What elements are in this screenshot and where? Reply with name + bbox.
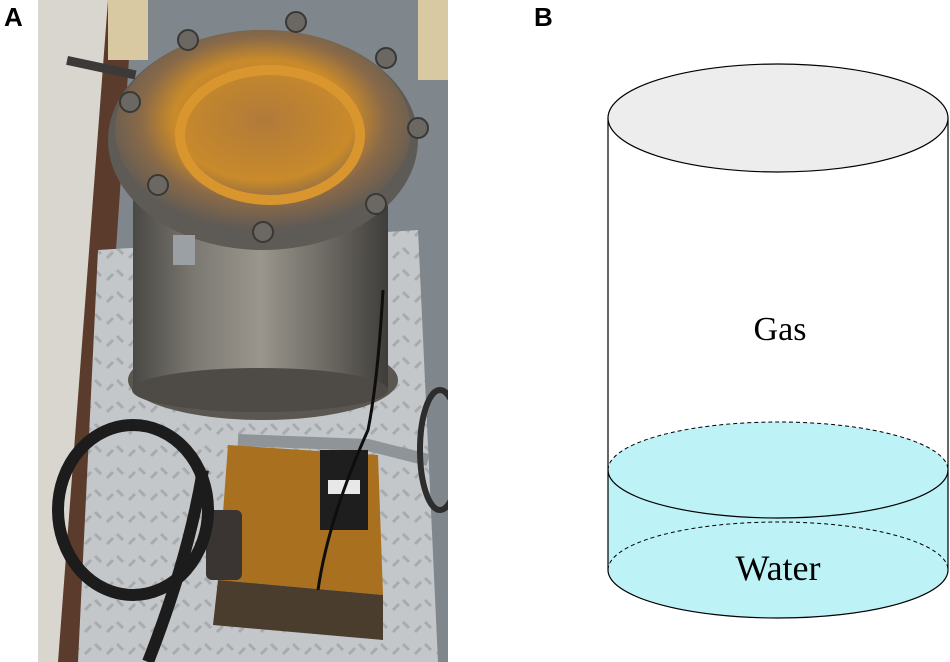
rust-block-side <box>213 580 383 640</box>
right-cable-coil <box>417 387 448 513</box>
vessel-bottom <box>132 368 388 412</box>
water-surface-front-edge <box>607 469 949 519</box>
panel-label-a: A <box>4 2 23 32</box>
post-left <box>108 0 148 60</box>
panel-label-b: B <box>534 2 553 32</box>
apparatus-photo <box>38 0 448 662</box>
gas-water-cylinder-diagram: Gas Water <box>607 63 949 619</box>
cylinder-top <box>607 63 949 173</box>
pressure-gauge <box>206 510 242 580</box>
water-region <box>608 470 948 618</box>
pipe <box>237 434 430 466</box>
water-surface-back-edge <box>607 421 949 471</box>
hose-coil <box>52 419 214 601</box>
lid-bolts <box>119 11 429 243</box>
water-surface <box>608 422 948 518</box>
lid-rust-ring <box>175 65 365 205</box>
hose <box>142 469 209 662</box>
side-rod <box>66 56 137 80</box>
bottom-back-edge <box>607 521 949 571</box>
bottom-front-edge <box>607 569 949 619</box>
cable <box>316 289 385 591</box>
gas-label: Gas <box>754 311 807 348</box>
post-right <box>418 0 448 80</box>
water-label: Water <box>735 548 820 588</box>
inlet-fitting <box>173 235 195 265</box>
